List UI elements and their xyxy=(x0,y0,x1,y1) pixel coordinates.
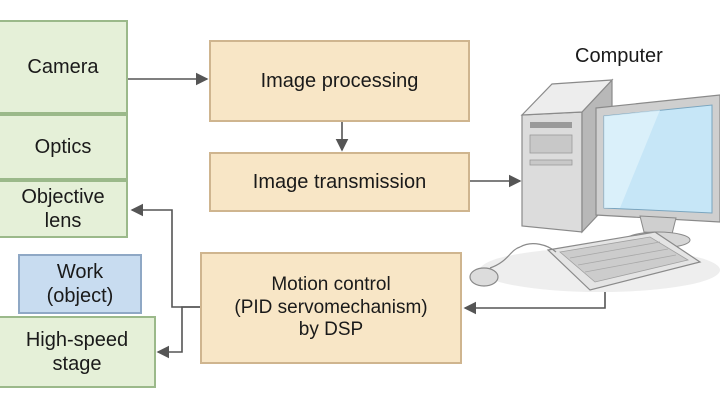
arrow-computer-to-motion-control xyxy=(463,292,606,315)
image-transmission-box: Image transmission xyxy=(209,152,470,212)
computer-label: Computer xyxy=(575,45,663,67)
work-object-box: Work (object) xyxy=(18,254,142,314)
motion-control-box: Motion control (PID servomechanism) by D… xyxy=(200,252,462,364)
optics-box: Optics xyxy=(0,114,128,180)
objective-lens-box: Objective lens xyxy=(0,180,128,238)
arrow-motion-to-stage xyxy=(156,306,200,359)
high-speed-stage-box: High-speed stage xyxy=(0,316,156,388)
image-processing-box: Image processing xyxy=(209,40,470,122)
camera-box: Camera xyxy=(0,20,128,114)
